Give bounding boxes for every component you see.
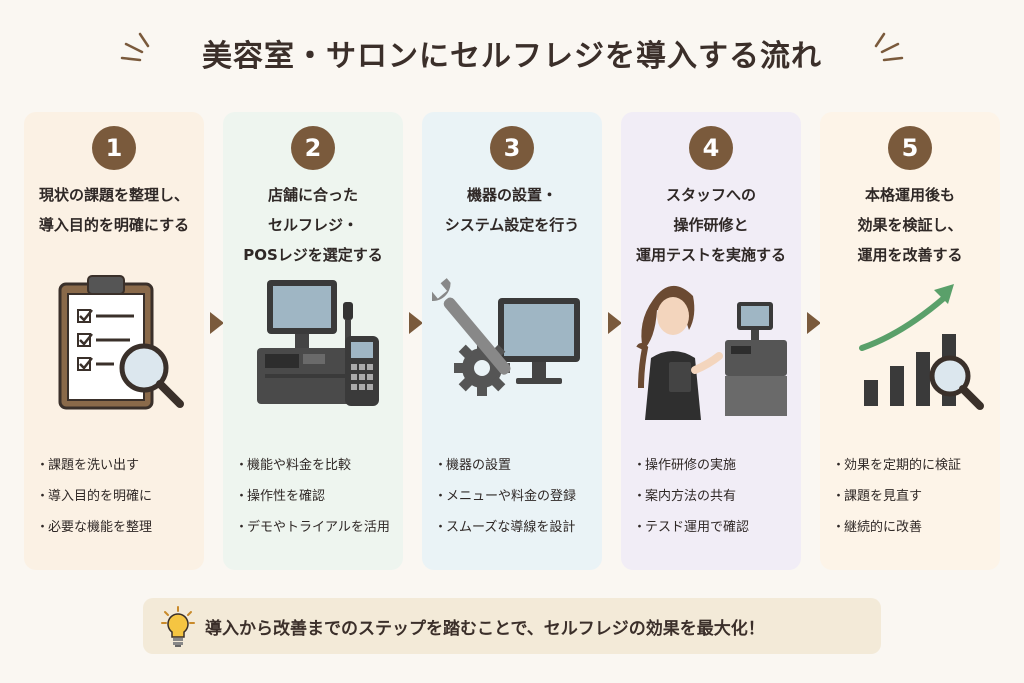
heading-line: セルフレジ・ (267, 216, 358, 234)
bullet-item: ・課題を見直す (832, 489, 923, 504)
bullet-item: ・機器の設置 (434, 458, 512, 473)
heading-line: 導入目的を明確にする (38, 216, 190, 234)
step-heading: スタッフへの 操作研修と 運用テストを実施する (621, 180, 801, 270)
clipboard-checklist-magnifier-icon (58, 275, 184, 410)
heading-line: 運用テストを実施する (635, 246, 786, 264)
step-number-badge: 3 (490, 126, 534, 170)
left-sparkle-icon (120, 32, 150, 62)
step-bullets: ・操作研修の実施 ・案内方法の共有 ・テスド運用で確認 (633, 450, 799, 543)
bullet-item: ・テスド運用で確認 (633, 520, 750, 535)
bullet-item: ・導入目的を明確に (36, 489, 153, 504)
step-card-1: 1 現状の課題を整理し、 導入目的を明確にする ・課題を洗い出す ・導入目的を明… (24, 112, 204, 570)
heading-line: 現状の課題を整理し、 (38, 186, 189, 204)
bullet-item: ・デモやトライアルを活用 (235, 520, 390, 535)
step-arrow-icon (608, 312, 622, 334)
step-bullets: ・課題を洗い出す ・導入目的を明確に ・必要な機能を整理 (36, 450, 202, 543)
bullet-item: ・案内方法の共有 (633, 489, 737, 504)
heading-line: 機器の設置・ (466, 186, 557, 204)
step-bullets: ・機能や料金を比較 ・操作性を確認 ・デモやトライアルを活用 (235, 450, 401, 543)
heading-line: POSレジを選定する (243, 246, 383, 264)
step-card-5: 5 本格運用後も 効果を検証し、 運用を改善する ・効果を定期的に検証 ・課題を… (820, 112, 1000, 570)
heading-line: 店舗に合った (267, 186, 358, 204)
bullet-item: ・機能や料金を比較 (235, 458, 352, 473)
growth-chart-magnifier-icon (859, 284, 984, 410)
bullet-item: ・メニューや料金の登録 (434, 489, 577, 504)
heading-line: スタッフへの (665, 186, 756, 204)
lightbulb-icon (161, 606, 195, 647)
title-bar: 美容室・サロンにセルフレジを導入する流れ (0, 28, 1024, 78)
heading-line: 本格運用後も (864, 186, 955, 204)
step-number-badge: 2 (291, 126, 335, 170)
steps-flow: 1 現状の課題を整理し、 導入目的を明確にする ・課題を洗い出す ・導入目的を明… (24, 112, 1000, 570)
step-card-2: 2 店舗に合った セルフレジ・ POSレジを選定する ・機能や料金 (223, 112, 403, 570)
bullet-item: ・操作性を確認 (235, 489, 326, 504)
bullet-item: ・継続的に改善 (832, 520, 923, 535)
bullet-item: ・課題を洗い出す (36, 458, 140, 473)
staff-training-kiosk-icon (636, 285, 787, 420)
step-card-4: 4 スタッフへの 操作研修と 運用テストを実施する ・操作研修の実施 ・案内方法… (621, 112, 801, 570)
step-number-badge: 5 (888, 126, 932, 170)
tip-text: 導入から改善までのステップを踏むことで、セルフレジの効果を最大化！ (205, 618, 765, 639)
wrench-gear-monitor-icon (432, 278, 580, 396)
step-bullets: ・効果を定期的に検証 ・課題を見直す ・継続的に改善 (832, 450, 998, 543)
heading-line: 効果を検証し、 (857, 216, 963, 234)
tip-banner: 導入から改善までのステップを踏むことで、セルフレジの効果を最大化！ (143, 598, 881, 654)
step-number-badge: 1 (92, 126, 136, 170)
step-card-3: 3 機器の設置・ システム設定を行う (422, 112, 602, 570)
step-arrow-icon (210, 312, 224, 334)
heading-line: システム設定を行う (444, 216, 580, 234)
bullet-item: ・効果を定期的に検証 (832, 458, 962, 473)
heading-line: 運用を改善する (857, 246, 963, 264)
bullet-item: ・スムーズな導線を設計 (434, 520, 576, 535)
right-sparkle-icon (874, 32, 904, 62)
step-number-badge: 4 (689, 126, 733, 170)
step-arrow-icon (409, 312, 423, 334)
bullet-item: ・必要な機能を整理 (36, 520, 153, 535)
heading-line: 操作研修と (673, 216, 749, 234)
step-heading: 現状の課題を整理し、 導入目的を明確にする (24, 180, 204, 240)
page-title: 美容室・サロンにセルフレジを導入する流れ (202, 39, 822, 74)
step-heading: 機器の設置・ システム設定を行う (422, 180, 602, 240)
bullet-item: ・操作研修の実施 (633, 458, 737, 473)
step-heading: 店舗に合った セルフレジ・ POSレジを選定する (223, 180, 403, 270)
pos-register-icon (257, 280, 379, 406)
step-heading: 本格運用後も 効果を検証し、 運用を改善する (820, 180, 1000, 270)
step-arrow-icon (807, 312, 821, 334)
step-bullets: ・機器の設置 ・メニューや料金の登録 ・スムーズな導線を設計 (434, 450, 600, 543)
